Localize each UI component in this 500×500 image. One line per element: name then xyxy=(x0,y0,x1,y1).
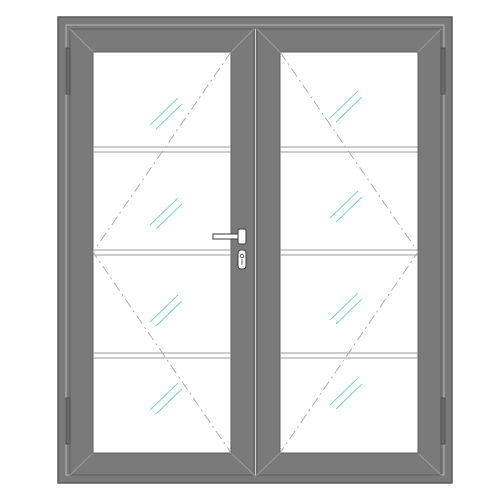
left-leaf-bevel-br xyxy=(230,452,255,476)
right-top-hinge xyxy=(440,47,446,95)
right-leaf-bevel-tl xyxy=(256,28,281,53)
lock-cylinder-icon xyxy=(237,249,247,270)
right-glass-bar-2 xyxy=(280,249,418,256)
handle-rose xyxy=(237,228,247,245)
left-leaf-bevel-tl xyxy=(69,28,94,53)
left-top-hinge xyxy=(65,47,71,95)
right-leaf-bevel-tr xyxy=(417,28,442,53)
left-leaf-bevel-bl xyxy=(69,452,94,476)
left-door-leaf xyxy=(65,28,255,476)
left-bottom-hinge xyxy=(65,397,71,445)
right-bottom-hinge xyxy=(440,397,446,445)
left-glass-bar-2 xyxy=(93,249,231,256)
left-glass-reflections xyxy=(149,97,183,415)
left-opening-indicator xyxy=(92,51,232,454)
right-glass-pane xyxy=(279,51,419,454)
right-leaf-bevel-br xyxy=(417,452,442,476)
left-glass-pane xyxy=(92,51,232,454)
right-glass-reflections xyxy=(329,90,363,410)
right-opening-indicator xyxy=(279,51,419,454)
left-leaf-bevel-tr xyxy=(230,28,255,53)
right-door-leaf xyxy=(256,28,446,476)
right-leaf-bevel-bl xyxy=(256,452,281,476)
door-handle xyxy=(212,228,247,245)
